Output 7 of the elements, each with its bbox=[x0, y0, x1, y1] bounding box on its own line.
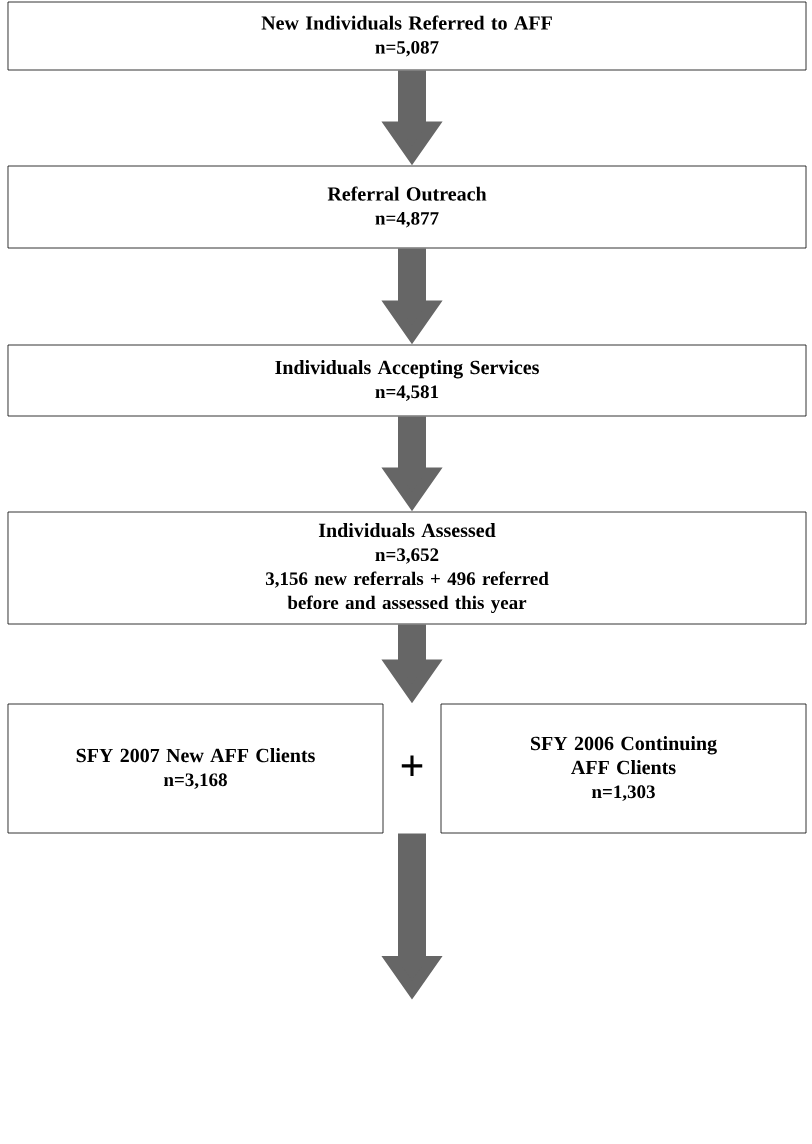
process-box: Referral Outreach n=4,877 bbox=[7, 165, 807, 249]
process-box: New Individuals Referred to AFF n=5,087 bbox=[7, 1, 807, 71]
process-box: SFY 2006 Continuing AFF Clients n=1,303 bbox=[440, 703, 807, 834]
process-box: Individuals Accepting Services n=4,581 bbox=[7, 344, 807, 417]
process-box: Individuals Assessed n=3,652 3,156 new referrals + 496 referred before and assessed this year bbox=[7, 511, 807, 625]
process-box: SFY 2007 New AFF Clients n=3,168 bbox=[7, 703, 384, 834]
plus-sign: + bbox=[401, 755, 423, 777]
